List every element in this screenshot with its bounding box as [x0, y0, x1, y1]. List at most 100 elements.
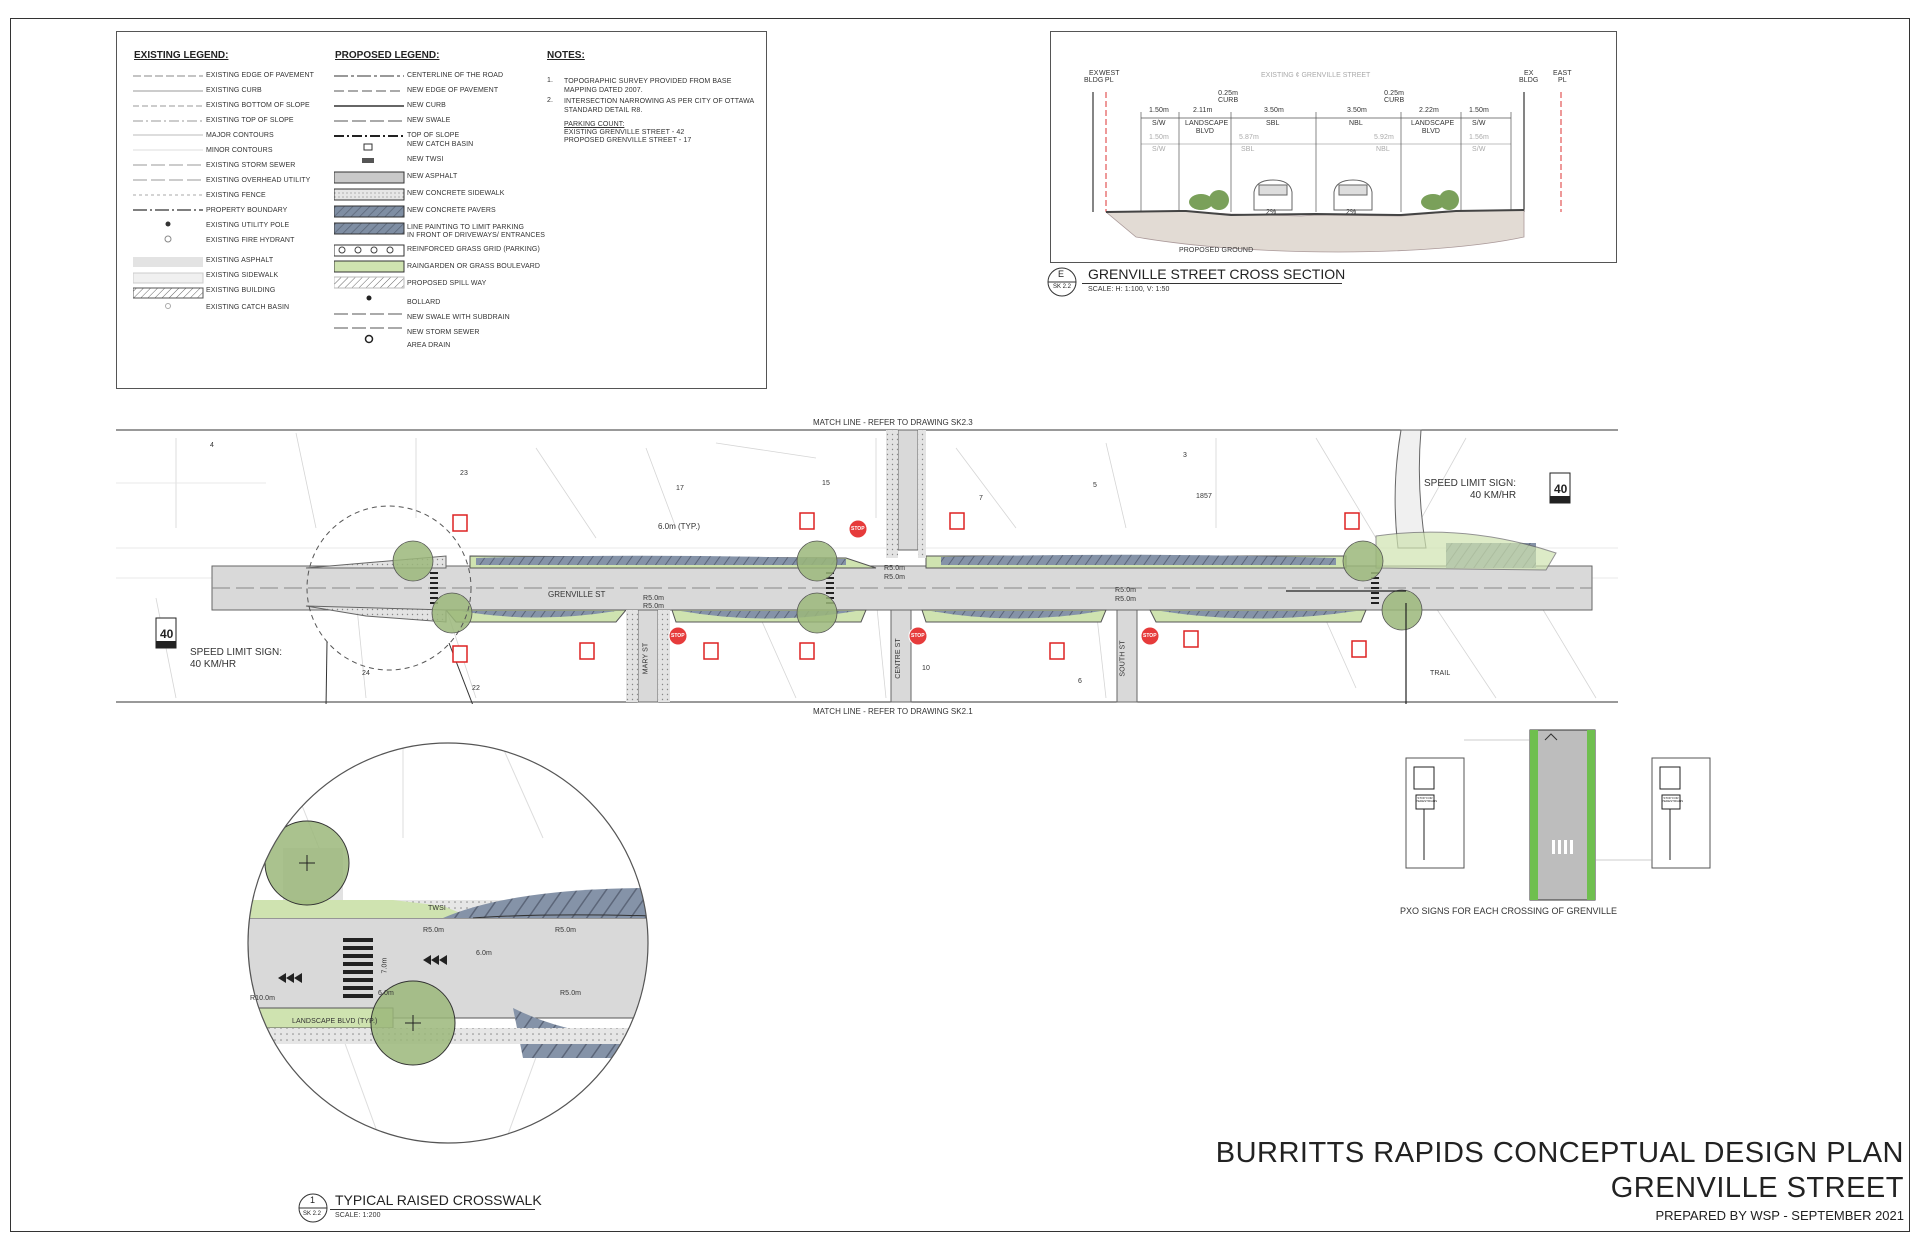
stop-sign-label: STOP: [911, 633, 925, 639]
east-pl-label: EAST PL: [1553, 70, 1572, 84]
stop-sign-label: STOP: [1143, 633, 1157, 639]
legend-item: EXISTING BOTTOM OF SLOPE: [206, 102, 310, 109]
radius-label: R5.0m: [643, 595, 665, 602]
parcel-label: 17: [676, 485, 684, 492]
curb-left-label: 0.25m CURB: [1218, 90, 1239, 104]
speed-sign-left-title: SPEED LIMIT SIGN:: [190, 647, 283, 658]
parcel-label: 10: [922, 665, 930, 672]
crosswalk-detail: [247, 742, 649, 1144]
parcel-label: 7: [979, 495, 983, 502]
seg-dim: 3.50m: [1264, 107, 1284, 114]
parcel-label: 4: [210, 442, 214, 449]
detail-label: 6.0m: [476, 950, 492, 957]
detail-tag: [298, 1193, 328, 1223]
detail-tag-sheet: SK 2.2: [303, 1211, 322, 1217]
seg-name: S/W: [1472, 120, 1486, 127]
cross-section-centerline-label: EXISTING ¢ GRENVILLE STREET: [1261, 72, 1371, 79]
seg-name: SBL: [1266, 120, 1280, 127]
legend-item: TOP OF SLOPE: [407, 132, 460, 139]
detail-label: 7.0m: [381, 957, 389, 974]
legend-item: NEW TWSI: [407, 156, 444, 163]
seg-existing: 5.92m: [1374, 134, 1394, 141]
detail-label: R5.0m: [423, 927, 445, 934]
detail-tag-number: 1: [310, 1195, 316, 1205]
legend-item: MAJOR CONTOURS: [206, 132, 274, 139]
match-line-bottom: MATCH LINE - REFER TO DRAWING SK2.1: [813, 707, 973, 716]
typical-dim-label: 6.0m (TYP.): [658, 522, 701, 531]
speed-sign-right-number: 40: [1554, 482, 1568, 496]
legend-item: AREA DRAIN: [407, 342, 451, 349]
seg-ex-name: S/W: [1472, 146, 1486, 153]
legend-item: EXISTING EDGE OF PAVEMENT: [206, 72, 315, 79]
drawing-subtitle: GRENVILLE STREET: [1610, 1172, 1904, 1204]
legend-item: NEW CONCRETE SIDEWALK: [407, 190, 505, 197]
legend-item: BOLLARD: [407, 299, 441, 306]
drawing-title: BURRITTS RAPIDS CONCEPTUAL DESIGN PLAN: [1215, 1137, 1904, 1169]
speed-sign-left-number: 40: [160, 627, 174, 641]
legend-item: EXISTING ASPHALT: [206, 257, 274, 264]
seg-name: LANDSCAPE BLVD: [1411, 120, 1455, 135]
cross-section-drawing: [1092, 92, 1562, 253]
legend-item: EXISTING FENCE: [206, 192, 266, 199]
seg-name: S/W: [1152, 120, 1166, 127]
cross-section-tag-letter: E: [1058, 269, 1065, 279]
slope-left-label: 2%: [1266, 209, 1277, 216]
match-line-top: MATCH LINE - REFER TO DRAWING SK2.3: [813, 418, 973, 427]
seg-ex-name: S/W: [1152, 146, 1166, 153]
legend-item: MINOR CONTOURS: [206, 147, 273, 154]
detail-title-underline: [330, 1209, 535, 1210]
legend-item: EXISTING STORM SEWER: [206, 162, 296, 169]
legend-item: PROPOSED SPILL WAY: [407, 280, 487, 287]
detail-label: 6.0m: [378, 990, 394, 997]
stop-sign-label: STOP: [671, 633, 685, 639]
detail-label: R5.0m: [560, 990, 582, 997]
detail-scale: SCALE: 1:200: [335, 1212, 381, 1219]
speed-sign-right-value: 40 KM/HR: [1470, 490, 1517, 501]
radius-label: R5.0m: [1115, 587, 1137, 594]
pxo-caption: PXO SIGNS FOR EACH CROSSING OF GRENVILLE: [1400, 906, 1618, 916]
seg-dim: 3.50m: [1347, 107, 1367, 114]
cross-section-box: EXISTING ¢ GRENVILLE STREET EX BLDG WEST…: [1050, 31, 1617, 263]
seg-name: LANDSCAPE BLVD: [1185, 120, 1229, 135]
legend-item: EXISTING CATCH BASIN: [206, 304, 290, 311]
proposed-legend-list: CENTERLINE OF THE ROAD NEW EDGE OF PAVEM…: [407, 72, 545, 357]
seg-existing: 1.50m: [1149, 134, 1169, 141]
radius-label: R5.0m: [643, 603, 665, 610]
legend-item: EXISTING CURB: [206, 87, 262, 94]
legend-item: NEW ASPHALT: [407, 173, 458, 180]
legend-item: EXISTING FIRE HYDRANT: [206, 237, 295, 244]
cross-section-scale: SCALE: H: 1:100, V: 1:50: [1088, 286, 1170, 293]
existing-legend-list: EXISTING EDGE OF PAVEMENT EXISTING CURB …: [206, 72, 314, 319]
legend-item: REINFORCED GRASS GRID (PARKING): [407, 246, 540, 253]
parcel-label: 22: [472, 685, 480, 692]
legend-item: NEW SWALE WITH SUBDRAIN: [407, 314, 510, 321]
detail-label: R10.0m: [250, 995, 276, 1002]
pxo-detail: [1405, 729, 1711, 901]
legend-item: EXISTING TOP OF SLOPE: [206, 117, 294, 124]
parking-count-title: PARKING COUNT:: [564, 121, 625, 128]
parcel-label: 3: [1183, 452, 1187, 459]
parcel-label: 5: [1093, 482, 1097, 489]
cross-section-tag-sheet: SK 2.2: [1053, 284, 1072, 290]
drawing-frame: [10, 18, 1910, 1232]
speed-sign-left-value: 40 KM/HR: [190, 659, 237, 670]
note-2: INTERSECTION NARROWING AS PER CITY OF OT…: [564, 98, 754, 114]
seg-existing: 5.87m: [1239, 134, 1259, 141]
trail-label: TRAIL: [1430, 670, 1451, 677]
legend-item: EXISTING UTILITY POLE: [206, 222, 290, 229]
proposed-legend-title: PROPOSED LEGEND:: [335, 50, 440, 61]
legend-item: NEW EDGE OF PAVEMENT: [407, 87, 499, 94]
mary-street-label: MARY ST: [642, 642, 650, 675]
detail-label: R5.0m: [555, 927, 577, 934]
legend-item: EXISTING SIDEWALK: [206, 272, 279, 279]
seg-existing: 1.56m: [1469, 134, 1489, 141]
east-bldg-label: EX BLDG: [1519, 70, 1539, 84]
seg-ex-name: NBL: [1376, 146, 1390, 153]
seg-dim: 2.11m: [1193, 107, 1213, 114]
parcel-label: 23: [460, 470, 468, 477]
legend-item: NEW CATCH BASIN: [407, 141, 474, 148]
proposed-legend-symbols: [334, 75, 405, 344]
seg-ex-name: SBL: [1241, 146, 1255, 153]
west-bldg-label: EX BLDG: [1084, 70, 1104, 84]
parcel-label: 1857: [1196, 493, 1212, 500]
